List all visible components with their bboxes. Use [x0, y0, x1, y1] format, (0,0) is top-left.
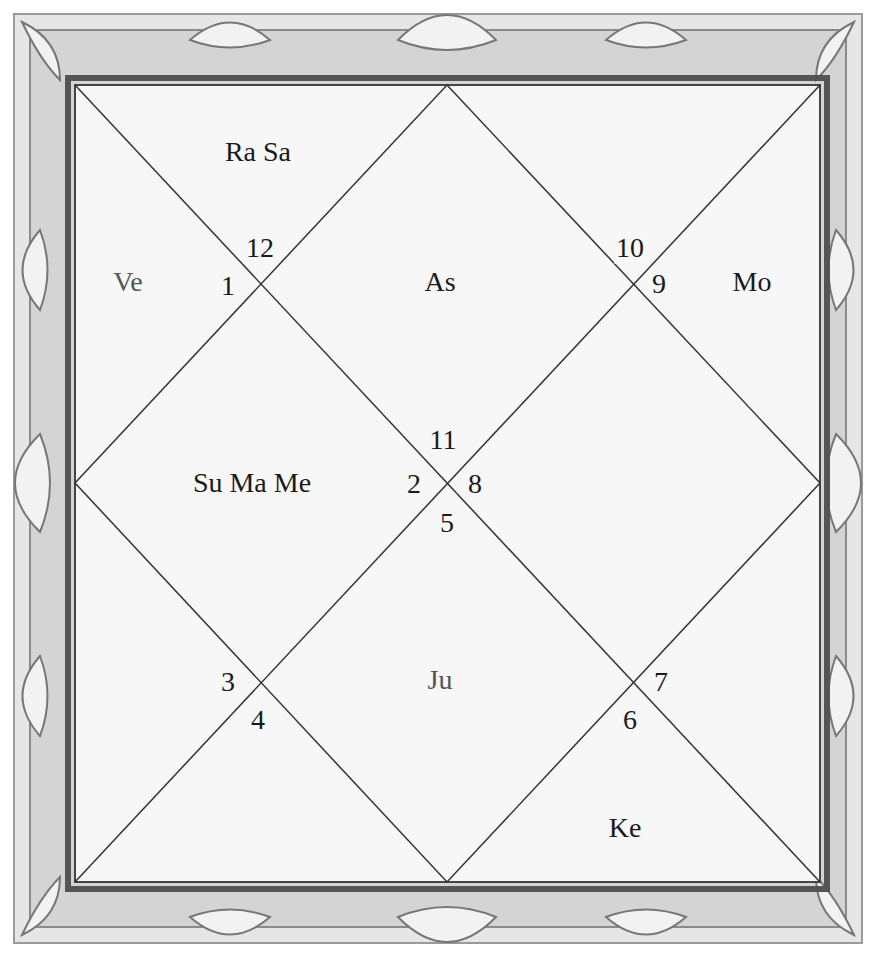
- planet-label: Mo: [731, 267, 774, 298]
- house-number: 1: [219, 271, 237, 302]
- planet-label: Su Ma Me: [191, 468, 313, 499]
- ascendant-label: As: [422, 267, 457, 298]
- planet-label: Ra Sa: [223, 137, 293, 168]
- house-number: 6: [621, 705, 639, 736]
- house-number: 5: [438, 508, 456, 539]
- house-number: 4: [249, 705, 267, 736]
- house-number: 9: [650, 269, 668, 300]
- planet-label: Ve: [111, 267, 145, 298]
- house-number: 12: [244, 233, 276, 264]
- house-number: 10: [614, 233, 646, 264]
- house-number: 11: [428, 425, 459, 456]
- house-number: 2: [405, 469, 423, 500]
- planet-label: Ju: [426, 665, 455, 696]
- house-number: 7: [652, 667, 670, 698]
- house-number: 3: [219, 667, 237, 698]
- planet-label: Ke: [607, 813, 644, 844]
- house-number: 8: [466, 469, 484, 500]
